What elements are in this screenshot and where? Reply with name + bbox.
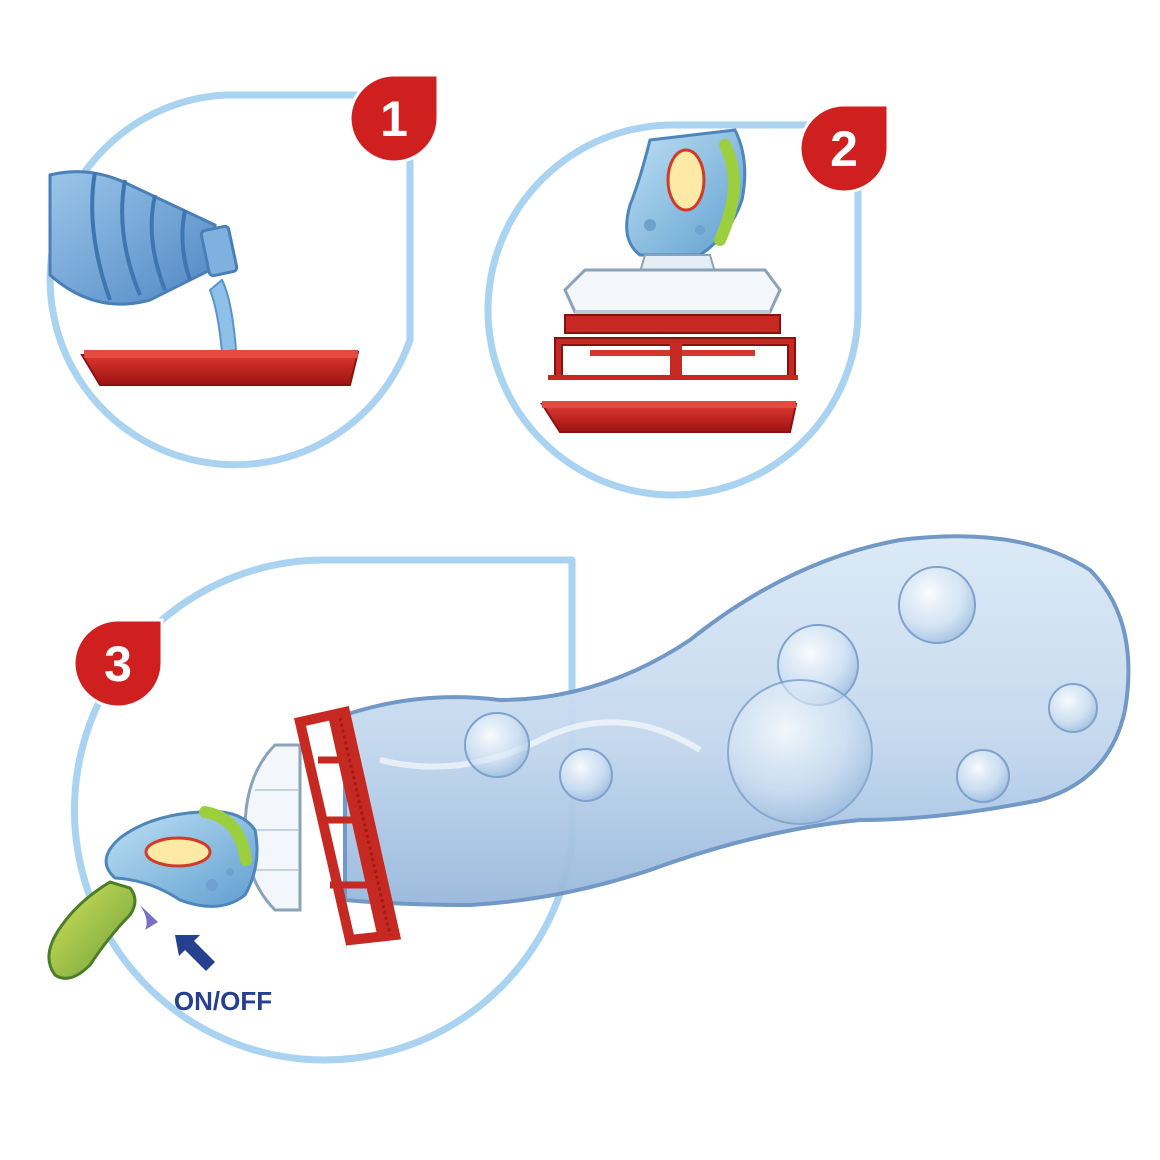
tray-icon: [540, 401, 798, 433]
step-3-badge: 3: [72, 618, 164, 709]
step-1-number: 1: [380, 91, 408, 147]
step-2-number: 2: [830, 121, 858, 177]
tray-icon: [80, 350, 360, 386]
step-2-panel: 2: [484, 103, 890, 499]
wand-head-icon: [243, 743, 302, 912]
bottle-icon: [48, 170, 239, 354]
step-2-badge: 2: [798, 103, 890, 194]
step-1-frame: [46, 91, 414, 469]
step-3-number: 3: [104, 636, 132, 692]
wand-frame-icon: [294, 706, 402, 946]
step-1-badge: 1: [348, 73, 440, 164]
step-3-panel: ON/OFF 3: [47, 534, 1131, 1064]
arrow-up-left-icon: [175, 935, 215, 971]
bubble-wand-icon: [563, 128, 782, 314]
bubble-icon: [464, 566, 1098, 825]
bubble-wand-icon: [47, 806, 259, 980]
on-off-label: ON/OFF: [174, 986, 272, 1016]
step-1-panel: 1: [46, 73, 440, 469]
wand-frame-icon: [548, 314, 798, 380]
step-2-frame: [484, 121, 862, 499]
